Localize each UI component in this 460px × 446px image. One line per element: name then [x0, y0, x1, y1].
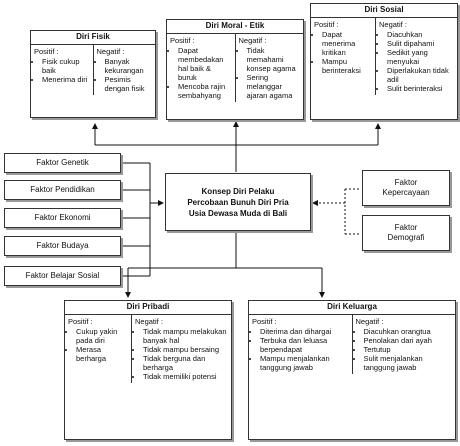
- list-item: Sering melanggar ajaran agama: [247, 73, 301, 100]
- list-item: Tidak berguna dan berharga: [143, 354, 228, 372]
- list-item: Sulit menjalankan tanggung jawab: [364, 354, 453, 372]
- diri-pribadi-negatif-list: Tidak mampu melakukan banyak halTidak ma…: [135, 327, 228, 381]
- list-item: Tertutup: [364, 345, 453, 354]
- factor-budaya: Faktor Budaya: [4, 236, 121, 256]
- diri-keluarga-box: Diri Keluarga Positif : Diterima dan dih…: [248, 300, 456, 440]
- factor-demografi: Faktor Demografi: [362, 215, 450, 251]
- list-item: Mampu berinteraksi: [322, 57, 372, 75]
- list-item: Cukup yakin pada diri: [76, 327, 128, 345]
- list-item: Mencoba rajin sembahyang: [178, 82, 232, 100]
- diri-sosial-box: Diri Sosial Positif : Dapat menerima kri…: [310, 3, 458, 120]
- list-item: Diperlakukan tidak adil: [387, 66, 454, 84]
- list-item: Tidak mampu bersaing: [143, 345, 228, 354]
- list-item: Diterima dan dihargai: [260, 327, 349, 336]
- factor-ekonomi: Faktor Ekonomi: [4, 208, 121, 228]
- list-item: Dapat membedakan hal baik & buruk: [178, 46, 232, 82]
- diri-moral-positif: Positif : Dapat membedakan hal baik & bu…: [167, 34, 235, 102]
- list-item: Terbuka dan leluasa berpendapat: [260, 336, 349, 354]
- diri-sosial-negatif-list: DiacuhkanSulit dipahamiSedikit yang meny…: [379, 30, 454, 93]
- diri-keluarga-title: Diri Keluarga: [249, 301, 455, 315]
- diri-fisik-title: Diri Fisik: [31, 31, 155, 45]
- list-item: Dapat menerima kritikan: [322, 30, 372, 57]
- list-item: Tidak mampu melakukan banyak hal: [143, 327, 228, 345]
- diri-keluarga-negatif: Negatif : Diacuhkan orangtuaPenolakan da…: [351, 315, 456, 374]
- list-item: Menerima diri: [42, 75, 90, 84]
- center-concept-box: Konsep Diri Pelaku Percobaan Bunuh Diri …: [165, 173, 311, 231]
- diri-moral-title: Diri Moral - Etik: [167, 20, 303, 34]
- diri-pribadi-positif: Positif : Cukup yakin pada diriMerasa be…: [65, 315, 131, 383]
- diri-moral-box: Diri Moral - Etik Positif : Dapat membed…: [166, 19, 304, 120]
- factor-pendidikan: Faktor Pendidikan: [4, 180, 121, 200]
- diri-sosial-positif: Positif : Dapat menerima kritikanMampu b…: [311, 18, 375, 95]
- factor-genetik: Faktor Genetik: [4, 153, 121, 173]
- center-line-3: Usia Dewasa Muda di Bali: [188, 208, 288, 218]
- diri-fisik-box: Diri Fisik Positif : Fisik cukup baikMen…: [30, 30, 156, 118]
- list-item: Pesimis dengan fisik: [105, 75, 153, 93]
- list-item: Sulit berinteraksi: [387, 84, 454, 93]
- diri-keluarga-negatif-list: Diacuhkan orangtuaPenolakan dari ayahTer…: [356, 327, 453, 372]
- center-line-2: Percobaan Bunuh Diri Pria: [187, 197, 289, 207]
- diri-moral-negatif: Negatif : Tidak memahami konsep agamaSer…: [234, 34, 304, 102]
- list-item: Merasa berharga: [76, 345, 128, 363]
- diri-fisik-positif-list: Fisik cukup baikMenerima diri: [34, 57, 90, 84]
- diri-moral-negatif-list: Tidak memahami konsep agamaSering melang…: [239, 46, 301, 100]
- list-item: Sulit dipahami: [387, 39, 454, 48]
- diri-sosial-title: Diri Sosial: [311, 4, 457, 18]
- list-item: Banyak kekurangan: [105, 57, 153, 75]
- list-item: Mampu menjalankan tanggung jawab: [260, 354, 349, 372]
- diri-sosial-positif-list: Dapat menerima kritikanMampu berinteraks…: [314, 30, 372, 75]
- center-line-1: Konsep Diri Pelaku: [201, 186, 275, 196]
- diri-fisik-negatif-list: Banyak kekuranganPesimis dengan fisik: [97, 57, 153, 93]
- diri-keluarga-positif-list: Diterima dan dihargaiTerbuka dan leluasa…: [252, 327, 349, 372]
- list-item: Penolakan dari ayah: [364, 336, 453, 345]
- list-item: Tidak memahami konsep agama: [247, 46, 301, 73]
- factor-kepercayaan: Faktor Kepercayaan: [362, 170, 450, 206]
- list-item: Sedikit yang menyukai: [387, 48, 454, 66]
- diri-pribadi-positif-list: Cukup yakin pada diriMerasa berharga: [68, 327, 128, 363]
- list-item: Diacuhkan: [387, 30, 454, 39]
- list-item: Tidak memiliki potensi: [143, 372, 228, 381]
- diri-pribadi-title: Diri Pribadi: [65, 301, 231, 315]
- diri-pribadi-box: Diri Pribadi Positif : Cukup yakin pada …: [64, 300, 232, 440]
- diri-fisik-positif: Positif : Fisik cukup baikMenerima diri: [31, 45, 93, 95]
- list-item: Fisik cukup baik: [42, 57, 90, 75]
- diri-fisik-negatif: Negatif : Banyak kekuranganPesimis denga…: [92, 45, 156, 95]
- diri-keluarga-positif: Positif : Diterima dan dihargaiTerbuka d…: [249, 315, 352, 374]
- diri-sosial-negatif: Negatif : DiacuhkanSulit dipahamiSedikit…: [375, 18, 457, 95]
- factor-belajar-sosial: Faktor Belajar Sosial: [4, 266, 121, 286]
- diri-pribadi-negatif: Negatif : Tidak mampu melakukan banyak h…: [131, 315, 231, 383]
- diri-moral-positif-list: Dapat membedakan hal baik & burukMencoba…: [170, 46, 232, 100]
- list-item: Diacuhkan orangtua: [364, 327, 453, 336]
